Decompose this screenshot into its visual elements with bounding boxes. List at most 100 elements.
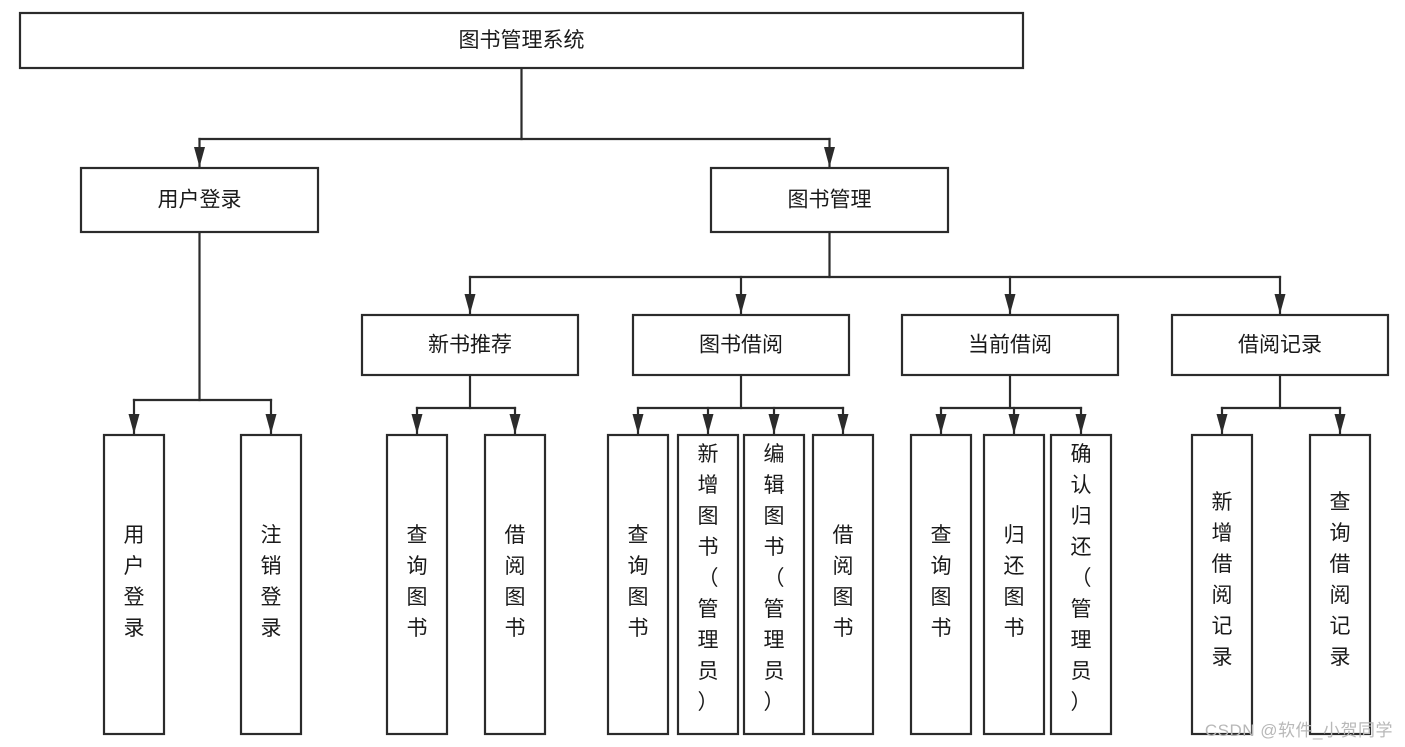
node-leaf-user-login-label-char: 录 bbox=[124, 617, 145, 640]
node-leaf-query-book-borrow-label-char: 询 bbox=[628, 555, 649, 578]
node-root-root[interactable]: 图书管理系统 bbox=[18, 11, 1025, 70]
node-leaf-borrow-book-label-char: 阅 bbox=[833, 555, 854, 578]
node-leaf-add-book-admin-label-char: 员 bbox=[698, 660, 719, 683]
node-leaf-borrow-book-box bbox=[811, 433, 875, 736]
node-leaf-query-book-borrow-box bbox=[606, 433, 670, 736]
node-leaf-query-book-current-box bbox=[909, 433, 973, 736]
node-leaf-add-borrow-record-box bbox=[1190, 433, 1254, 736]
node-leaf-query-book-current-label-char: 询 bbox=[931, 555, 952, 578]
node-leaf-borrow-book-label-char: 图 bbox=[833, 586, 854, 609]
node-leaf-add-borrow-record-label-char: 新 bbox=[1212, 491, 1233, 514]
node-leaf-borrow-book-recommend-label-char: 阅 bbox=[505, 555, 526, 578]
node-new-book-recommend[interactable]: 新书推荐 bbox=[360, 313, 580, 377]
node-leaf-confirm-return-admin-label-char: （ bbox=[1071, 567, 1092, 590]
node-leaf-query-book-current-label-char: 书 bbox=[931, 617, 952, 640]
node-leaf-edit-book-admin-label-char: ） bbox=[764, 691, 785, 714]
connector-arrowhead bbox=[632, 414, 644, 434]
connector-arrowhead bbox=[464, 294, 476, 314]
node-leaf-add-book-admin-label-char: 管 bbox=[698, 598, 719, 621]
node-leaf-edit-book-admin-label-char: 编 bbox=[764, 443, 785, 466]
node-current-borrow-label: 当前借阅 bbox=[968, 334, 1052, 357]
connectors-layer bbox=[128, 66, 1346, 435]
node-leaf-query-borrow-record-label-char: 查 bbox=[1330, 491, 1351, 514]
node-leaf-confirm-return-admin-label-char: 理 bbox=[1071, 629, 1092, 652]
node-leaf-query-borrow-record-label-char: 阅 bbox=[1330, 584, 1351, 607]
node-leaf-add-book-admin-label-char: 图 bbox=[698, 505, 719, 528]
node-leaf-add-book-admin-label-char: 书 bbox=[698, 536, 719, 559]
node-leaf-add-book-admin-label-char: ） bbox=[698, 691, 719, 714]
node-borrow-record-box bbox=[1170, 313, 1390, 377]
node-leaf-user-login-box bbox=[102, 433, 166, 736]
node-leaf-confirm-return-admin-label-char: 确 bbox=[1071, 443, 1092, 466]
node-leaf-borrow-book-recommend-box bbox=[483, 433, 547, 736]
connector-arrowhead bbox=[824, 147, 835, 167]
node-leaf-borrow-book-recommend-label-char: 书 bbox=[505, 617, 526, 640]
node-borrow-record-label: 借阅记录 bbox=[1238, 334, 1322, 357]
node-book-management[interactable]: 图书管理 bbox=[709, 166, 950, 234]
node-leaf-borrow-book-recommend-label-char: 借 bbox=[505, 524, 526, 547]
connector-arrowhead bbox=[411, 414, 423, 434]
node-borrow-record[interactable]: 借阅记录 bbox=[1170, 313, 1390, 377]
connector-arrowhead bbox=[1008, 414, 1020, 434]
node-leaf-query-borrow-record-box bbox=[1308, 433, 1372, 736]
node-leaf-edit-book-admin-label-char: 员 bbox=[764, 660, 785, 683]
node-book-borrow-box bbox=[631, 313, 851, 377]
node-leaf-query-book-current-label-char: 查 bbox=[931, 524, 952, 547]
node-new-book-recommend-box bbox=[360, 313, 580, 377]
node-leaf-borrow-book-recommend-label-char: 图 bbox=[505, 586, 526, 609]
node-leaf-return-book-label-char: 图 bbox=[1004, 586, 1025, 609]
node-leaf-return-book-label-char: 书 bbox=[1004, 617, 1025, 640]
node-leaf-query-book-recommend-label-char: 图 bbox=[407, 586, 428, 609]
node-leaf-query-book-current-label-char: 图 bbox=[931, 586, 952, 609]
node-leaf-user-login-label-char: 用 bbox=[124, 524, 145, 547]
node-root-root-box bbox=[18, 11, 1025, 70]
node-current-borrow-box bbox=[900, 313, 1120, 377]
node-leaf-logout-label-char: 登 bbox=[261, 586, 282, 609]
node-leaf-query-borrow-record-label-char: 询 bbox=[1330, 522, 1351, 545]
node-leaf-edit-book-admin-label-char: 书 bbox=[764, 536, 785, 559]
connector-arrowhead bbox=[1216, 414, 1228, 434]
node-leaf-query-borrow-record-label-char: 录 bbox=[1330, 646, 1351, 669]
node-leaf-borrow-book-label-char: 借 bbox=[833, 524, 854, 547]
node-leaf-query-book-recommend-label-char: 查 bbox=[407, 524, 428, 547]
node-leaf-confirm-return-admin-label-char: ） bbox=[1071, 691, 1092, 714]
node-leaf-return-book-label-char: 还 bbox=[1004, 555, 1025, 578]
connector-arrowhead bbox=[735, 294, 747, 314]
node-leaf-confirm-return-admin-label-char: 员 bbox=[1071, 660, 1092, 683]
node-leaf-user-login-label-char: 户 bbox=[124, 555, 145, 578]
node-leaf-borrow-book-label-char: 书 bbox=[833, 617, 854, 640]
node-book-management-label: 图书管理 bbox=[788, 189, 872, 212]
node-leaf-edit-book-admin-label-char: （ bbox=[764, 567, 785, 590]
node-new-book-recommend-label: 新书推荐 bbox=[428, 334, 512, 357]
node-leaf-add-borrow-record-label-char: 阅 bbox=[1212, 584, 1233, 607]
node-leaf-query-book-borrow-label-char: 查 bbox=[628, 524, 649, 547]
connector-arrowhead bbox=[837, 414, 849, 434]
connector-arrowhead bbox=[1004, 294, 1016, 314]
node-leaf-add-borrow-record-label-char: 录 bbox=[1212, 646, 1233, 669]
connector-arrowhead bbox=[935, 414, 947, 434]
connector-arrowhead bbox=[509, 414, 521, 434]
node-leaf-add-book-admin-label-char: 理 bbox=[698, 629, 719, 652]
node-leaf-user-login[interactable]: 用户登录 bbox=[102, 433, 166, 736]
node-book-borrow[interactable]: 图书借阅 bbox=[631, 313, 851, 377]
node-current-borrow[interactable]: 当前借阅 bbox=[900, 313, 1120, 377]
node-leaf-add-borrow-record-label-char: 增 bbox=[1212, 522, 1233, 545]
node-leaf-add-borrow-record-label-char: 记 bbox=[1212, 615, 1233, 638]
node-leaf-edit-book-admin-label-char: 辑 bbox=[764, 474, 785, 497]
node-user-login-label: 用户登录 bbox=[158, 189, 242, 212]
node-user-login[interactable]: 用户登录 bbox=[79, 166, 320, 234]
